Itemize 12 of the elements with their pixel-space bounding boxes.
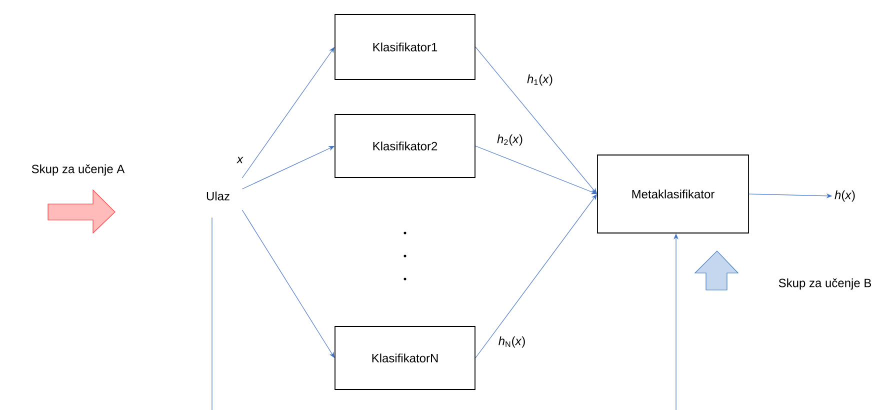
- dataset-label: Skup za učenje B: [778, 278, 872, 290]
- edge-label: h$_{N}$(x): [497, 335, 527, 349]
- variable-label: x: [236, 156, 244, 164]
- process-box: Klasifikator1: [334, 14, 476, 80]
- output-label: h(x): [834, 190, 855, 202]
- input-label: Ulaz: [206, 192, 230, 200]
- process-box: Klasifikator2: [334, 114, 476, 178]
- dataset-label: Skup za učenje A: [32, 164, 125, 176]
- process-box: Metaklasifikator: [597, 154, 749, 234]
- edge-label: h$_{1}$(x): [526, 73, 554, 87]
- edge-label: h$_{2}$(x): [496, 133, 524, 147]
- process-box: KlasifikatorN: [334, 326, 476, 390]
